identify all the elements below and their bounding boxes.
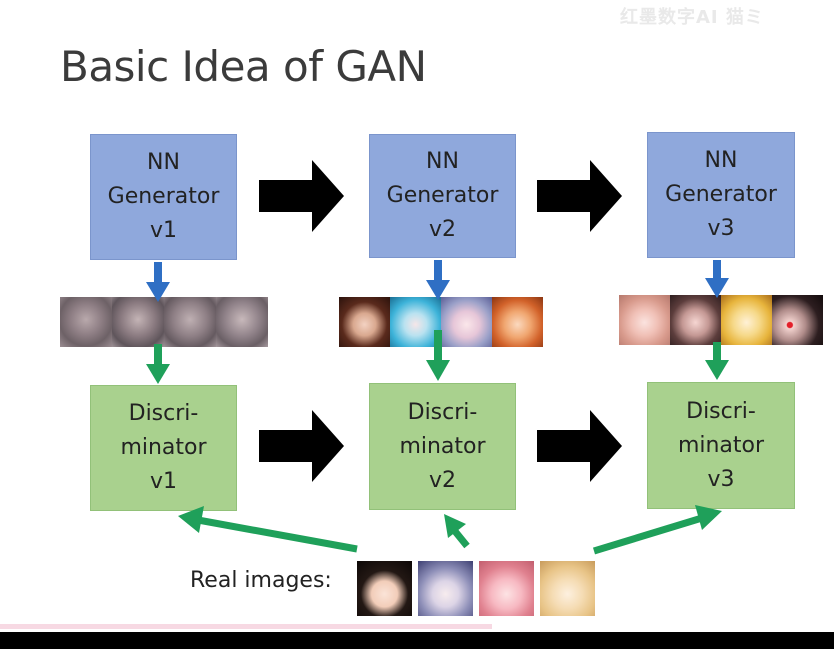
watermark: 红墨数字AI 猫ミ — [620, 7, 764, 28]
generated-images-v2 — [339, 297, 543, 347]
real-images — [357, 561, 595, 616]
anime-face-image — [441, 297, 492, 347]
generator-v2-line2: Generator — [386, 183, 499, 208]
generator-v3-line3: v3 — [707, 216, 735, 241]
generator-v3-box: NN Generator v3 — [647, 132, 795, 258]
discriminator-v1-box: Discri- minator v1 — [90, 385, 237, 511]
discriminator-v2-line2: minator — [399, 433, 486, 459]
anime-face-image — [390, 297, 441, 347]
decorative-underline — [0, 624, 492, 629]
green-arrow-icon — [444, 514, 470, 549]
anime-face-image — [339, 297, 390, 347]
generator-v2-line3: v2 — [428, 217, 457, 242]
bottom-black-bar — [0, 632, 834, 649]
discriminator-v2-line1: Discri- — [407, 399, 478, 425]
green-arrow-icon — [146, 344, 170, 384]
discriminator-v1-line3: v1 — [149, 469, 177, 494]
generator-v3-line2: Generator — [665, 182, 777, 207]
generator-v3-line1: NN — [704, 148, 738, 173]
black-arrow-icon — [537, 160, 622, 232]
anime-face-image — [619, 295, 670, 345]
blue-arrow-icon — [146, 262, 170, 302]
black-arrow-icon — [537, 410, 622, 482]
noisy-image — [216, 297, 268, 347]
real-anime-face-image — [540, 561, 595, 616]
blue-arrow-icon — [426, 260, 450, 300]
anime-face-image — [492, 297, 543, 347]
generator-v1-box: NN Generator v1 — [90, 134, 237, 260]
discriminator-v3-box: Discri- minator v3 — [647, 382, 795, 509]
generator-v1-line3: v1 — [149, 218, 178, 243]
anime-face-image — [721, 295, 772, 345]
noisy-image — [60, 297, 112, 347]
generated-images-v1 — [60, 297, 268, 347]
green-arrow-icon — [705, 342, 729, 380]
black-arrow-icon — [259, 410, 344, 482]
generator-v2-box: NN Generator v2 — [369, 134, 516, 258]
discriminator-v3-line1: Discri- — [686, 398, 756, 424]
anime-face-image — [772, 295, 823, 345]
discriminator-v1-line2: minator — [120, 435, 207, 460]
discriminator-v3-line3: v3 — [707, 466, 735, 492]
black-arrow-icon — [259, 160, 344, 232]
slide-title: Basic Idea of GAN — [60, 42, 427, 91]
discriminator-v3-line2: minator — [677, 432, 765, 458]
real-anime-face-image — [418, 561, 473, 616]
generator-v2-line1: NN — [426, 149, 459, 174]
discriminator-v1-line1: Discri- — [128, 401, 199, 426]
real-images-label: Real images: — [190, 568, 332, 593]
generated-images-v3 — [619, 295, 823, 345]
green-arrow-icon — [178, 506, 358, 553]
generator-v1-line1: NN — [147, 150, 180, 175]
green-arrow-icon — [592, 505, 722, 555]
discriminator-v2-line3: v2 — [428, 467, 456, 493]
real-anime-face-image — [479, 561, 534, 616]
discriminator-v2-box: Discri- minator v2 — [369, 383, 516, 510]
generator-v1-line2: Generator — [107, 184, 220, 209]
noisy-image — [164, 297, 216, 347]
noisy-image — [112, 297, 164, 347]
real-anime-face-image — [357, 561, 412, 616]
anime-face-image — [670, 295, 721, 345]
blue-arrow-icon — [705, 260, 729, 298]
